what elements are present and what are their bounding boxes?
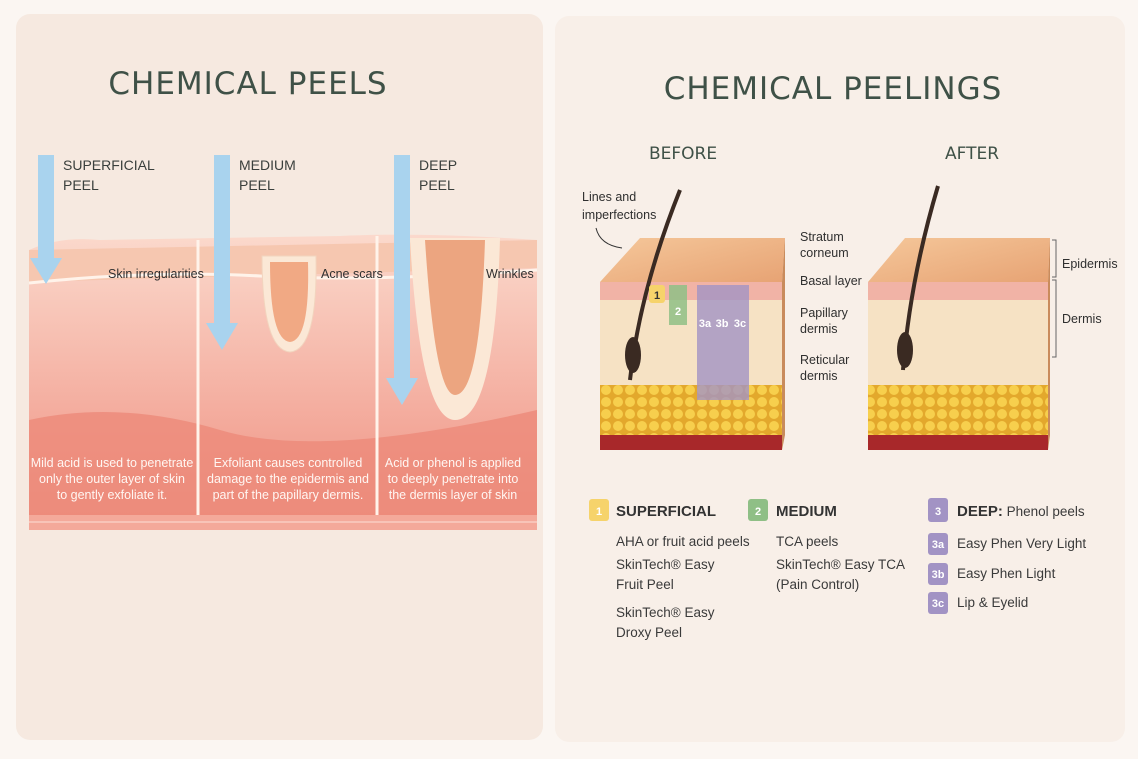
legend-badge: 3 [935, 506, 941, 518]
layer-label: dermis [800, 369, 838, 383]
arrow-icon [30, 155, 418, 405]
peel-label: MEDIUM [239, 157, 296, 173]
marker-1: 1 [654, 290, 660, 302]
skin-cube-before: 1 2 3a 3b 3c [600, 189, 785, 450]
right-title: CHEMICAL PEELINGS [664, 71, 1003, 107]
layer-label: Epidermis [1062, 257, 1118, 271]
legend-item: SkinTech® Easy [616, 557, 715, 572]
legend-item: Easy Phen Light [957, 566, 1056, 581]
feature-label: Wrinkles [486, 267, 534, 281]
peel-label: PEEL [239, 177, 275, 193]
peel-label: PEEL [419, 177, 455, 193]
skin-cube-after [868, 185, 1057, 450]
legend-item: SkinTech® Easy [616, 605, 715, 620]
before-label: BEFORE [649, 144, 717, 164]
left-panel: CHEMICAL PEELS SUPERFICIAL PEEL MEDIUM [16, 14, 543, 740]
description: Exfoliant causes controlled [214, 456, 363, 470]
left-title: CHEMICAL PEELS [108, 66, 387, 102]
peel-label: PEEL [63, 177, 99, 193]
marker-3a: 3a [699, 318, 712, 330]
legend-item: Droxy Peel [616, 625, 682, 640]
legend-badge: 3a [932, 539, 945, 551]
callout-text: imperfections [582, 208, 656, 222]
after-label: AFTER [945, 144, 999, 164]
legend-item: SkinTech® Easy TCA [776, 557, 905, 572]
legend-item: Lip & Eyelid [957, 595, 1028, 610]
peel-label: SUPERFICIAL [63, 157, 155, 173]
marker-3b: 3b [716, 318, 729, 330]
legend-badge: 1 [596, 506, 602, 518]
legend-item: Fruit Peel [616, 577, 674, 592]
legend-item: (Pain Control) [776, 577, 859, 592]
layer-label: Dermis [1062, 312, 1102, 326]
layer-label: Basal layer [800, 274, 862, 288]
legend-badge: 2 [755, 506, 761, 518]
legend-item: Easy Phen Very Light [957, 536, 1086, 551]
description: damage to the epidermis and [207, 472, 369, 486]
feature-label: Acne scars [321, 267, 383, 281]
right-panel: CHEMICAL PEELINGS BEFORE AFTER 1 2 3a 3b… [555, 16, 1125, 742]
marker-2: 2 [675, 306, 681, 318]
legend-title-superficial: SUPERFICIAL [616, 503, 716, 520]
legend-item: AHA or fruit acid peels [616, 534, 750, 549]
marker-3c: 3c [734, 318, 746, 330]
description: only the outer layer of skin [39, 472, 185, 486]
layer-label: Reticular [800, 353, 849, 367]
description: to deeply penetrate into [388, 472, 519, 486]
legend-title-medium: MEDIUM [776, 503, 837, 520]
legend-title-deep: DEEP: Phenol peels [957, 503, 1085, 520]
description: part of the papillary dermis. [213, 488, 364, 502]
legend-badge: 3b [932, 569, 945, 581]
layer-label: Stratum [800, 230, 844, 244]
legend-badge: 3c [932, 598, 944, 610]
legend: 1 SUPERFICIAL AHA or fruit acid peels Sk… [589, 498, 1086, 640]
peel-label: DEEP [419, 157, 457, 173]
feature-label: Skin irregularities [108, 267, 204, 281]
layer-label: corneum [800, 246, 849, 260]
callout-text: Lines and [582, 190, 636, 204]
description: Mild acid is used to penetrate [31, 456, 194, 470]
description: the dermis layer of skin [389, 488, 518, 502]
legend-item: TCA peels [776, 534, 839, 549]
layer-label: Papillary [800, 306, 849, 320]
layer-label: dermis [800, 322, 838, 336]
description: Acid or phenol is applied [385, 456, 521, 470]
description: to gently exfoliate it. [57, 488, 167, 502]
callout-arrow-icon [595, 227, 623, 249]
